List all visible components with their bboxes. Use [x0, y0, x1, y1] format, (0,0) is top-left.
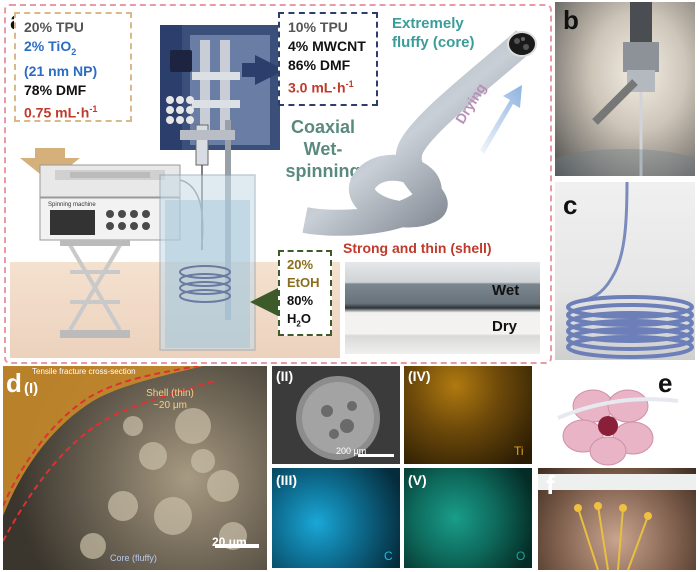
panel-d-V-label: (V): [408, 472, 427, 488]
process-label: Coaxial Wet-spinning: [285, 117, 361, 181]
panel-d-III-elem: C: [384, 549, 393, 563]
shell-line-4: 78% DMF: [24, 81, 87, 98]
shell-line-3: (21 nm NP): [24, 62, 98, 79]
core-line-2: 4% MWCNT: [288, 38, 366, 54]
spinning-machine-illustration: [20, 25, 292, 351]
wet-dry-fiber-photo: [345, 262, 540, 354]
bath-box: 20% EtOH 80% H2O: [278, 250, 332, 336]
core-line-3: 86% DMF: [288, 57, 351, 73]
shell-label: Strong and thin (shell): [343, 240, 492, 256]
core-label: Extremely fluffy (core): [392, 15, 475, 51]
panel-f-letter: f: [546, 470, 555, 500]
fiber-illustration: [302, 30, 537, 236]
drying-arrow: [480, 85, 522, 154]
panel-d-II-sem: [272, 366, 400, 464]
panel-d-IV-label: (IV): [408, 368, 431, 384]
shell-line-2: 2% TiO2: [24, 38, 77, 57]
panel-d-II-scale: 200 μm: [336, 446, 367, 456]
device-label: Spinning machine: [48, 202, 96, 208]
core-line-1: 10% TPU: [288, 19, 348, 35]
panel-f-photo: [538, 468, 696, 570]
bath-line-2: EtOH: [287, 275, 320, 290]
panel-c-letter: c: [563, 190, 578, 220]
panel-d-IV-ti-map: [404, 366, 532, 464]
core-line-4: 3.0 mL·h-1: [288, 79, 354, 96]
panel-c-photo: [555, 182, 695, 360]
panel-b-letter: b: [563, 5, 579, 35]
panel-d-core-label: Core (fluffy): [110, 553, 157, 563]
shell-solution-box: 20% TPU 2% TiO2 (21 nm NP) 78% DMF 0.75 …: [14, 12, 132, 122]
panel-d-II-label: (II): [276, 368, 294, 384]
core-solution-box: 10% TPU 4% MWCNT 86% DMF 3.0 mL·h-1: [278, 12, 378, 106]
panel-d-letter: d: [6, 368, 22, 398]
panel-d-I-sem: [3, 366, 267, 570]
panel-d-I-label: (I): [24, 380, 39, 397]
panel-e-photo: [538, 366, 696, 466]
panel-e-letter: e: [658, 368, 673, 398]
core-feed-arrow: [242, 55, 285, 85]
bath-feed-arrow: [250, 288, 292, 316]
bath-line-4: H2O: [287, 311, 311, 329]
panel-d-III-label: (III): [276, 472, 297, 488]
panel-d-title: Tensile fracture cross-section: [32, 367, 136, 376]
panel-d-V-elem: O: [516, 549, 526, 563]
panel-d-V-o-map: [404, 468, 532, 568]
wet-label: Wet: [492, 282, 520, 299]
dry-label: Dry: [492, 318, 518, 335]
bath-line-1: 20%: [287, 257, 314, 272]
panel-d-scale: 20 μm: [212, 535, 247, 549]
panel-b-photo: [555, 2, 695, 176]
panel-d-III-c-map: [272, 468, 400, 568]
panel-d-shell-label: Shell (thin) ~20 μm: [146, 388, 194, 411]
shell-line-5: 0.75 mL·h-1: [24, 103, 98, 121]
shell-line-1: 20% TPU: [24, 19, 84, 35]
bath-line-3: 80%: [287, 293, 314, 308]
panel-d-IV-elem: Ti: [514, 444, 524, 458]
